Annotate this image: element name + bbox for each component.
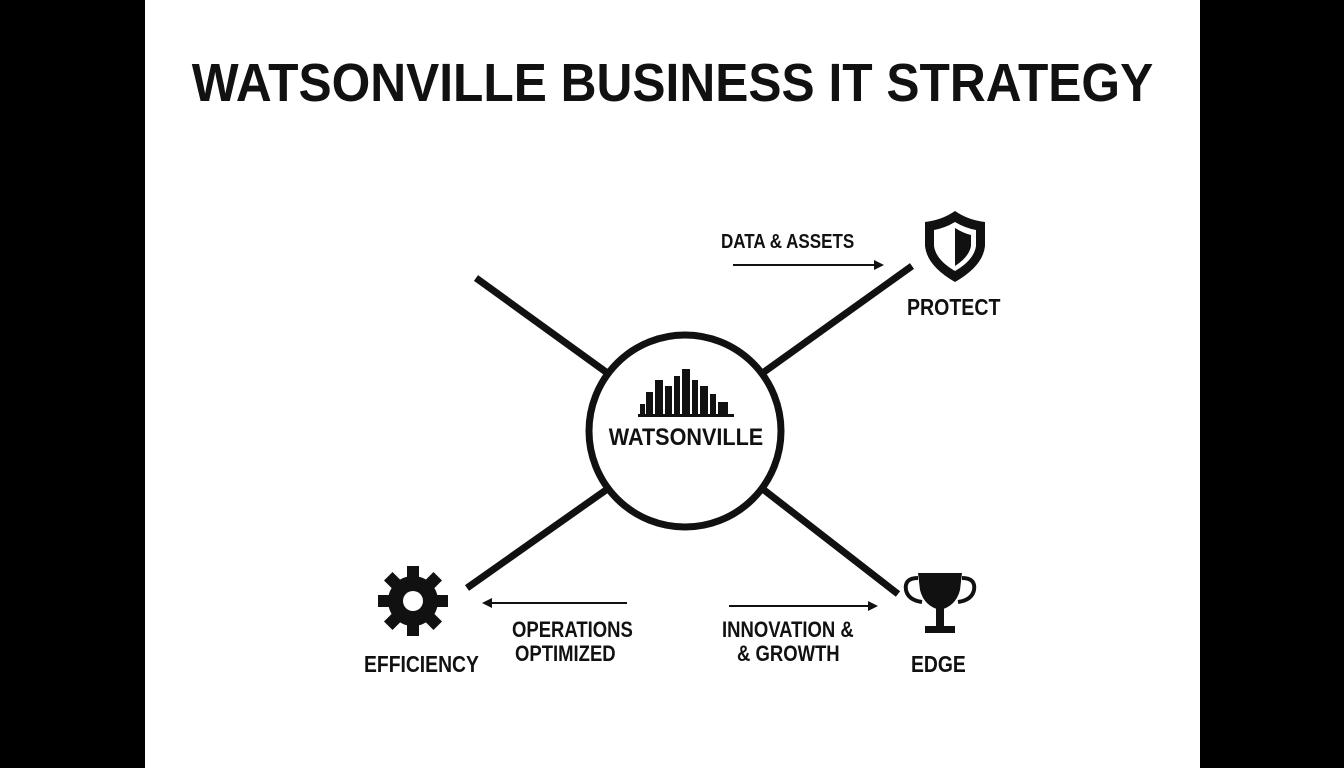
connector-label-innovation-line2: & GROWTH bbox=[737, 641, 840, 666]
connector-label-operations-line2: OPTIMIZED bbox=[515, 641, 616, 666]
node-label-efficiency: EFFICIENCY bbox=[364, 651, 479, 677]
shield-icon bbox=[925, 211, 985, 282]
city-skyline-icon bbox=[638, 369, 734, 417]
connector-label-data-assets: DATA & ASSETS bbox=[721, 231, 855, 253]
hub-circle bbox=[585, 331, 785, 531]
spoke-top-right bbox=[761, 263, 915, 375]
spoke-bottom-right bbox=[761, 487, 901, 597]
hub-label: WATSONVILLE bbox=[608, 424, 764, 451]
gear-icon bbox=[378, 566, 448, 636]
spoke-bottom-left bbox=[464, 487, 609, 591]
connector-label-innovation-line1: INNOVATION & bbox=[722, 617, 854, 642]
page-title: WATSONVILLE BUSINESS IT STRATEGY bbox=[191, 53, 1154, 113]
arrow-innovation bbox=[729, 601, 878, 611]
node-label-edge: EDGE bbox=[911, 651, 966, 677]
trophy-icon bbox=[903, 573, 977, 633]
arrow-data-assets bbox=[733, 260, 884, 270]
connector-label-operations-line1: OPERATIONS bbox=[512, 617, 633, 642]
spoke-top-left bbox=[473, 275, 609, 375]
node-label-protect: PROTECT bbox=[907, 294, 1001, 320]
arrow-operations bbox=[482, 598, 627, 608]
